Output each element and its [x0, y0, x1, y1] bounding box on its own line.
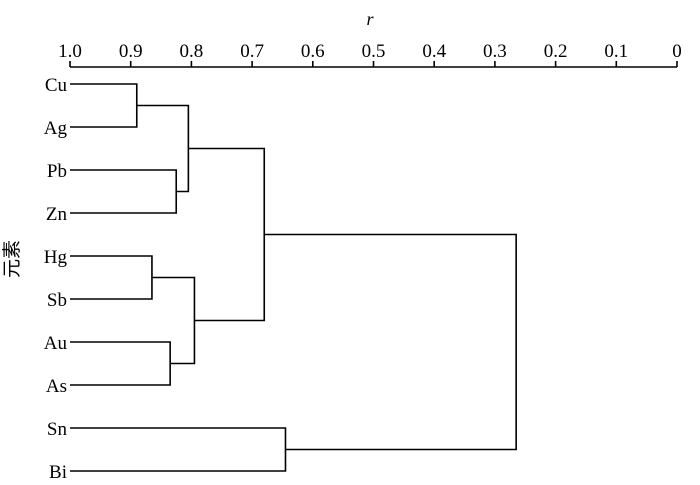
leaf-label-bi: Bi [49, 462, 67, 483]
merge-m1 [70, 83, 138, 128]
axis-tick-label: 0.8 [180, 41, 204, 62]
leaf-label-cu: Cu [45, 75, 68, 96]
leaf-label-ag: Ag [44, 118, 68, 139]
leaf-label-sb: Sb [47, 290, 67, 311]
dendrogram-tree [70, 83, 517, 472]
merge-m6 [151, 276, 196, 365]
leaf-label-as: As [46, 376, 67, 397]
axis-tick-label: 0.6 [301, 41, 325, 62]
axis-tick-label: 0.5 [362, 41, 386, 62]
leaf-label-zn: Zn [46, 204, 68, 225]
axis-tick-label: 0.9 [119, 41, 143, 62]
y-axis-label: 元素 [1, 240, 23, 278]
axis-title: r [366, 9, 374, 29]
leaf-label-hg: Hg [44, 247, 68, 268]
merge-m2 [70, 169, 178, 214]
merge-m4 [70, 255, 153, 300]
leaf-label-sn: Sn [47, 419, 68, 440]
top-axis: 1.0 0.9 0.8 0.7 0.6 0.5 0.4 0.3 0.2 0.1 0 [58, 41, 682, 68]
axis-tick-label: 1.0 [58, 41, 82, 62]
leaf-label-pb: Pb [47, 161, 67, 182]
axis-tick-label: 0.4 [422, 41, 446, 62]
axis-tick-label: 0.2 [544, 41, 568, 62]
axis-tick-label: 0.7 [240, 41, 264, 62]
merge-m9 [264, 233, 517, 451]
axis-tick-label: 0.1 [604, 41, 628, 62]
leaf-label-au: Au [44, 333, 68, 354]
axis-tick-label: 0.3 [483, 41, 507, 62]
merge-m8 [70, 427, 287, 472]
axis-tick-label: 0 [672, 41, 682, 62]
merge-m5 [70, 341, 171, 386]
merge-m3 [136, 104, 190, 193]
merge-m7 [188, 147, 266, 322]
